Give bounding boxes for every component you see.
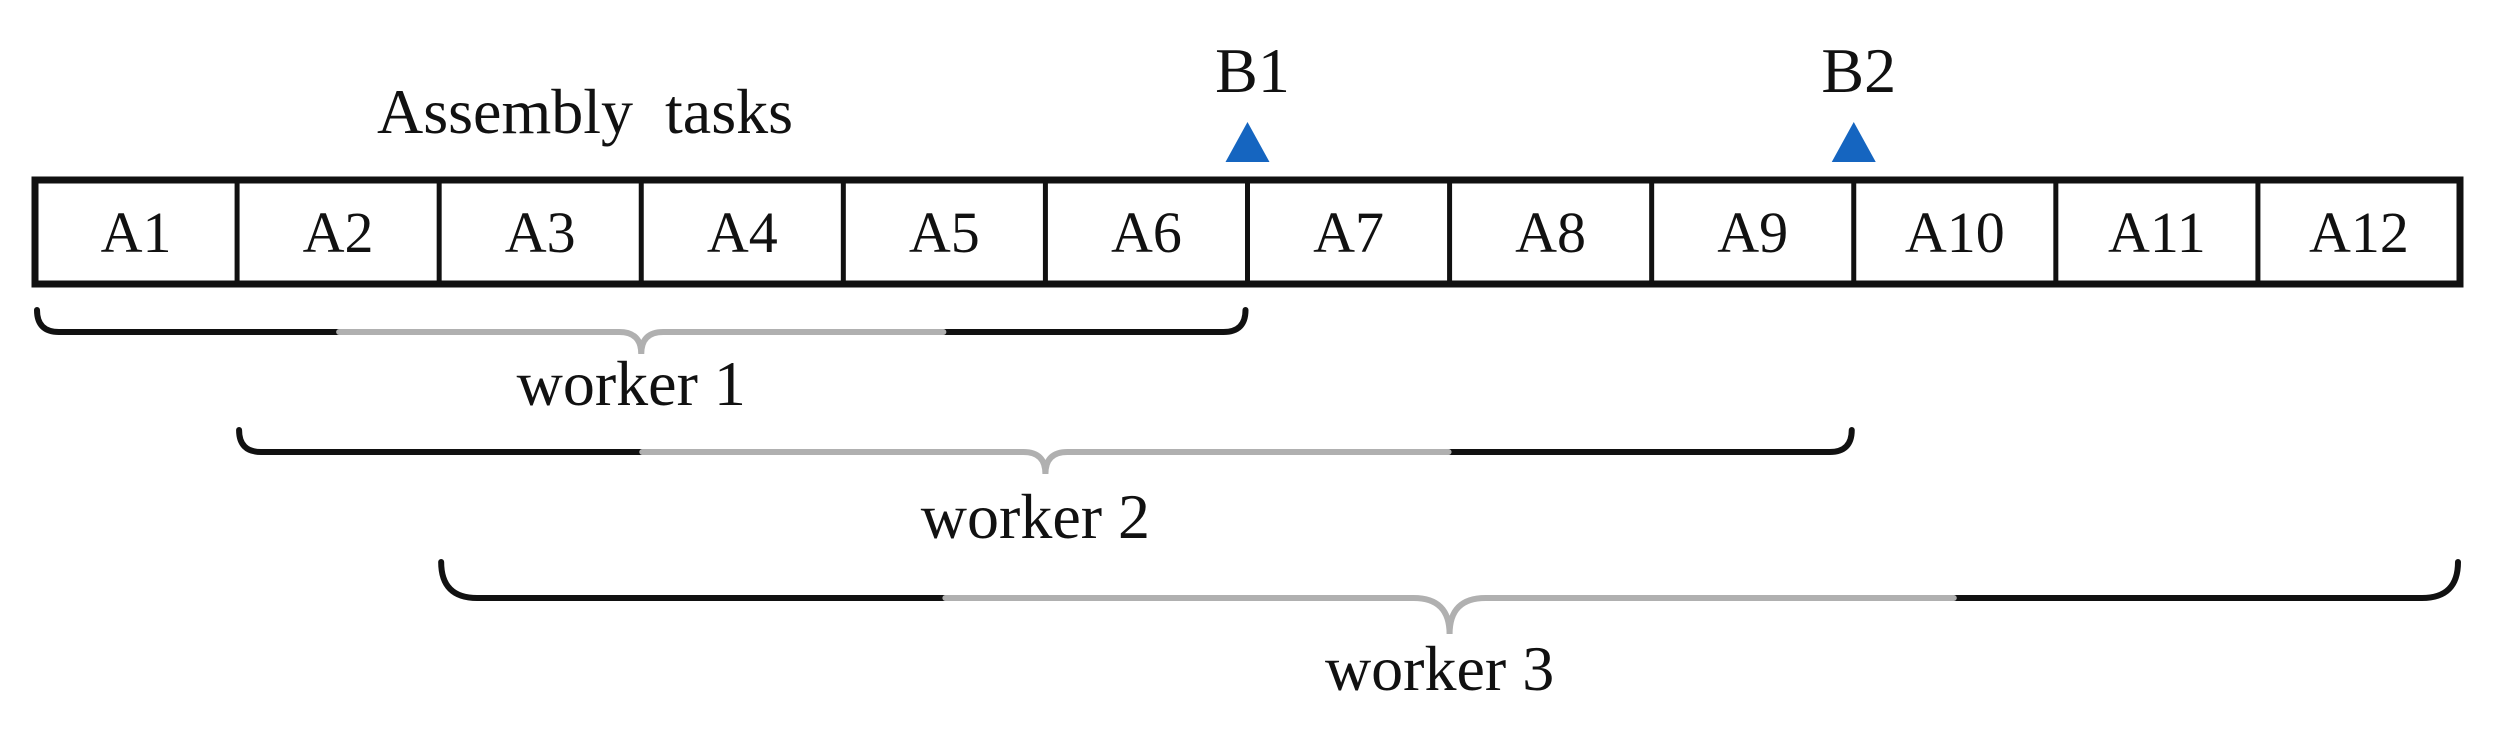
worker-label-2: worker 2: [921, 481, 1150, 552]
task-label-a6: A6: [1111, 200, 1182, 265]
task-label-a10: A10: [1905, 200, 2005, 265]
diagram-title: Assembly tasks: [377, 76, 793, 147]
task-label-a2: A2: [303, 200, 374, 265]
breakpoint-marker-b1: [1225, 122, 1270, 162]
task-label-a8: A8: [1515, 200, 1586, 265]
task-label-a3: A3: [505, 200, 576, 265]
task-label-a9: A9: [1717, 200, 1788, 265]
brace-right-segment: [1950, 559, 2461, 601]
task-label-a7: A7: [1313, 200, 1384, 265]
brace-left-segment: [236, 427, 646, 455]
brace-right-segment: [1445, 427, 1855, 455]
breakpoint-label-b2: B2: [1821, 35, 1896, 106]
worker-label-1: worker 1: [517, 348, 746, 419]
brace-middle-segment: [942, 595, 1957, 635]
task-label-a12: A12: [2309, 200, 2409, 265]
brace-left-segment: [438, 559, 949, 601]
breakpoint-label-b1: B1: [1215, 35, 1290, 106]
brace-middle-segment: [639, 449, 1452, 475]
task-label-a5: A5: [909, 200, 980, 265]
brace-left-segment: [34, 307, 343, 335]
breakpoint-marker-b2: [1831, 122, 1876, 162]
breakpoint-markers: B1 B2: [1215, 35, 1896, 162]
task-label-a4: A4: [707, 200, 778, 265]
worker-brace-1: worker 1: [34, 307, 1249, 419]
brace-right-segment: [940, 307, 1249, 335]
worker-braces: worker 1 worker 2 worker 3: [34, 307, 2461, 704]
worker-label-3: worker 3: [1325, 633, 1554, 704]
worker-brace-2: worker 2: [236, 427, 1855, 552]
task-label-a1: A1: [101, 200, 172, 265]
task-strip: A1 A2 A3 A4 A5 A6 A7 A8 A9 A10 A11 A12: [31, 176, 2464, 288]
brace-middle-segment: [336, 329, 947, 355]
worker-brace-3: worker 3: [438, 559, 2461, 704]
task-label-a11: A11: [2108, 200, 2206, 265]
